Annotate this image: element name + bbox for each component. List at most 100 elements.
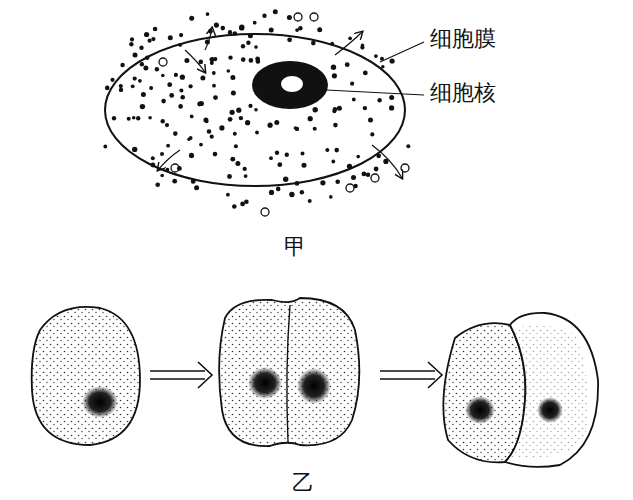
particle-dot <box>199 101 204 106</box>
particle-dot <box>332 109 336 113</box>
particle-dot <box>283 177 288 182</box>
particle-dot <box>119 88 123 92</box>
particle-dot <box>194 185 199 190</box>
particle-dot <box>165 123 169 127</box>
particle-dot <box>244 174 248 178</box>
particle-dot <box>245 120 250 125</box>
particle-dot <box>350 82 354 86</box>
particle-dot <box>285 153 289 157</box>
particle-dot <box>239 116 243 120</box>
figure-label: 甲 <box>282 234 308 260</box>
particle-dot <box>287 37 292 42</box>
particle-dot <box>179 89 183 93</box>
particle-dot <box>129 42 133 46</box>
particle-dot <box>366 172 371 177</box>
particle-dot <box>313 107 318 112</box>
particle-dot <box>368 118 373 123</box>
figure-label: 乙 <box>290 470 316 496</box>
particle-dot <box>334 148 339 153</box>
particle-dot <box>133 77 137 81</box>
particle-dot <box>360 46 364 50</box>
particle-dot <box>153 27 158 32</box>
particle-dot <box>161 119 165 123</box>
particle-dot <box>189 16 194 21</box>
particle-dot <box>374 54 378 58</box>
ring-particles <box>159 13 409 216</box>
particle-dot <box>239 25 244 30</box>
particle-dot <box>262 14 266 18</box>
particle-dot <box>148 39 152 43</box>
particle-dot <box>131 84 135 88</box>
particle-dot <box>166 168 170 172</box>
particle-dot <box>160 152 164 156</box>
particle-dot <box>191 179 196 184</box>
particle-dot <box>376 153 381 158</box>
particle-dot <box>248 33 253 38</box>
leader-line <box>380 42 424 62</box>
particle-dot <box>268 123 273 128</box>
particle-dot <box>219 125 224 130</box>
transport-arrows <box>158 28 402 178</box>
particle-dot <box>363 71 368 76</box>
particle-dot <box>308 116 313 121</box>
particle-dot <box>160 174 164 178</box>
particle-dot <box>189 153 194 158</box>
particle-dot <box>329 195 333 199</box>
particle-dot <box>169 93 174 98</box>
particle-dot <box>330 42 334 46</box>
particle-dot <box>275 151 279 155</box>
particle-dot <box>145 56 149 60</box>
particle-dot <box>166 144 170 148</box>
particle-dot <box>289 192 294 197</box>
particle-dot <box>139 46 143 50</box>
particle-dot <box>221 26 226 31</box>
division-stage-3 <box>443 313 598 467</box>
particle-dot <box>226 193 230 197</box>
particle-dot <box>308 199 312 203</box>
particle-dot <box>331 160 335 164</box>
particle-dot <box>390 58 395 63</box>
particle-dot <box>389 95 394 100</box>
cell-membrane <box>105 34 405 186</box>
particle-dot <box>320 180 325 185</box>
particle-dot <box>351 175 356 180</box>
particle-dot <box>356 155 360 159</box>
particle-dot <box>389 105 394 110</box>
particle-dot <box>140 104 145 109</box>
particle-dot <box>273 9 278 14</box>
particle-dot <box>381 65 385 69</box>
particle-dot <box>148 116 152 120</box>
particle-dot <box>155 67 159 71</box>
particle-dot <box>230 75 235 80</box>
particle-dot <box>143 66 148 71</box>
particle-dot <box>406 144 410 148</box>
division-stage-2 <box>219 298 359 446</box>
particle-dot <box>151 37 155 41</box>
particle-dot <box>127 117 131 121</box>
particle-dot <box>362 172 367 177</box>
particle-dot <box>228 55 232 59</box>
particle-dot <box>203 118 208 123</box>
particle-dot <box>141 92 146 97</box>
particle-dot <box>173 131 178 136</box>
callout-label: 细胞膜 <box>428 26 498 52</box>
particle-dot <box>230 157 235 162</box>
particle-dot <box>149 86 153 90</box>
particle-dot <box>269 190 274 195</box>
particle-dot <box>335 179 340 184</box>
particle-dot <box>234 144 238 148</box>
particle-dot <box>325 148 329 152</box>
particle-dot <box>120 63 124 67</box>
particle-dot <box>301 151 305 155</box>
leader-line <box>326 90 424 95</box>
particle-dot <box>155 182 160 187</box>
particle-dot <box>144 32 149 37</box>
particle-dot <box>178 43 182 47</box>
particle-dot <box>212 71 216 75</box>
particle-dot <box>333 123 338 128</box>
particle-dot <box>206 12 210 16</box>
particle-dot <box>212 84 216 88</box>
particle-dot <box>200 75 205 80</box>
particle-dot <box>199 143 203 147</box>
particle-dot <box>236 108 241 113</box>
